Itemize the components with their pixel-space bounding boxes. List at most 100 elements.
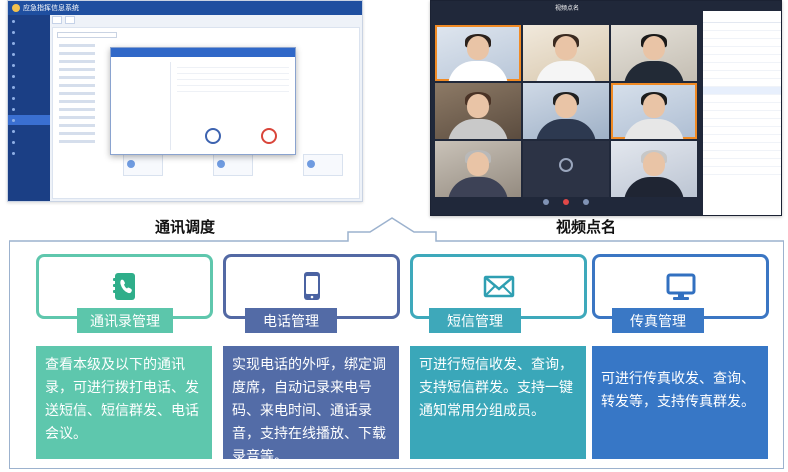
rollcall-list-header: ​ bbox=[703, 11, 781, 23]
video-tile bbox=[611, 83, 697, 139]
rollcall-list-row bbox=[703, 151, 781, 159]
connector-arrow-line bbox=[9, 217, 784, 242]
video-grid bbox=[435, 25, 697, 197]
video-tile-empty bbox=[523, 141, 609, 197]
sidebar-item bbox=[8, 27, 50, 37]
tree-row bbox=[59, 84, 95, 87]
avatar bbox=[217, 160, 225, 168]
sidebar-item bbox=[8, 71, 50, 81]
rollcall-list-row bbox=[703, 55, 781, 63]
rollcall-list-row bbox=[703, 167, 781, 175]
dispatch-app-screenshot: 应急指挥信息系统 ​ ​ bbox=[7, 0, 363, 202]
tree-row bbox=[59, 68, 95, 71]
video-window-title: 视频点名 bbox=[554, 5, 579, 12]
avatar bbox=[307, 160, 315, 168]
rollcall-list-row bbox=[703, 127, 781, 135]
call-dialog-list bbox=[177, 62, 289, 122]
sidebar-item bbox=[8, 126, 50, 136]
rollcall-list-panel: ​ bbox=[703, 11, 781, 215]
rollcall-list-row bbox=[703, 119, 781, 127]
contact-card bbox=[213, 154, 253, 176]
tree-row bbox=[59, 76, 95, 79]
rollcall-list-row bbox=[703, 95, 781, 103]
rollcall-list-row bbox=[703, 31, 781, 39]
rollcall-list-row bbox=[703, 63, 781, 71]
contact-card bbox=[123, 154, 163, 176]
participant-figure bbox=[448, 119, 508, 139]
sidebar-item bbox=[8, 82, 50, 92]
mobile-phone-icon bbox=[303, 272, 320, 300]
tree-row bbox=[59, 60, 95, 63]
sidebar-item bbox=[8, 104, 50, 114]
call-dialog bbox=[110, 47, 296, 155]
cancel-call-icon bbox=[205, 128, 221, 144]
participant-figure bbox=[643, 36, 665, 61]
tree-row bbox=[59, 100, 95, 103]
participant-figure bbox=[536, 61, 596, 81]
sidebar-item bbox=[8, 38, 50, 48]
call-dialog-row bbox=[177, 68, 289, 74]
sidebar-item bbox=[8, 16, 50, 26]
sidebar-item bbox=[8, 148, 50, 158]
feature-frame bbox=[9, 241, 784, 469]
video-tile bbox=[523, 25, 609, 81]
sidebar-item bbox=[8, 60, 50, 70]
rollcall-list-row bbox=[703, 143, 781, 151]
video-tile bbox=[435, 25, 521, 81]
rollcall-list-row bbox=[703, 39, 781, 47]
rollcall-list-row bbox=[703, 71, 781, 79]
sidebar-item bbox=[8, 93, 50, 103]
call-dialog-row bbox=[177, 86, 289, 92]
tree-row bbox=[59, 92, 95, 95]
sms-description: 可进行短信收发、查询，支持短信群发。支持一键通知常用分组成员。 bbox=[410, 346, 586, 459]
video-tile bbox=[611, 141, 697, 197]
call-dialog-row bbox=[177, 74, 289, 80]
video-controls bbox=[435, 199, 697, 215]
participant-figure bbox=[643, 152, 665, 177]
tree-row bbox=[59, 116, 95, 119]
contacts-description: 查看本级及以下的通讯录，可进行拨打电话、发送短信、短信群发、电话会议。 bbox=[36, 346, 212, 459]
contact-card bbox=[303, 154, 343, 176]
video-rollcall-screenshot: 视频点名 bbox=[430, 0, 782, 216]
call-dialog-tree bbox=[115, 62, 171, 150]
mic-button bbox=[543, 199, 549, 215]
participant-figure bbox=[467, 94, 489, 119]
tree-row bbox=[59, 52, 95, 55]
tree-row bbox=[59, 132, 95, 135]
avatar bbox=[127, 160, 135, 168]
call-dialog-row bbox=[177, 62, 289, 68]
participant-figure bbox=[448, 177, 508, 197]
tree-row bbox=[59, 124, 95, 127]
video-caption: 视频点名 bbox=[556, 218, 617, 236]
phone-tag: 电话管理 bbox=[245, 308, 337, 333]
phone-description: 实现电话的外呼，绑定调度席，自动记录来电号码、来电时间、通话录音，支持在线播放、… bbox=[223, 346, 399, 465]
camera-icon bbox=[559, 157, 573, 172]
app-logo-icon bbox=[12, 4, 20, 12]
app-header: 应急指挥信息系统 bbox=[8, 1, 362, 15]
app-sidebar bbox=[8, 15, 50, 201]
sidebar-item bbox=[8, 49, 50, 59]
hangup-icon bbox=[563, 199, 569, 205]
tree-row bbox=[59, 108, 95, 111]
more-icon bbox=[583, 199, 589, 205]
participant-figure bbox=[555, 36, 577, 61]
tree-row bbox=[59, 44, 95, 47]
call-dialog-header bbox=[111, 48, 295, 57]
rollcall-list-row bbox=[703, 135, 781, 143]
rollcall-list-row bbox=[703, 159, 781, 167]
participant-figure bbox=[467, 152, 489, 177]
rollcall-list-row bbox=[703, 47, 781, 55]
phone-book-icon bbox=[112, 273, 135, 300]
mic-icon bbox=[543, 199, 549, 205]
fax-tag: 传真管理 bbox=[612, 308, 704, 333]
record-icon bbox=[261, 128, 277, 144]
video-tile bbox=[523, 83, 609, 139]
participant-figure bbox=[624, 119, 684, 139]
tree-row bbox=[59, 140, 95, 143]
rollcall-list-row bbox=[703, 87, 781, 95]
app-tabs: ​ ​ bbox=[52, 16, 75, 24]
video-tile bbox=[435, 141, 521, 197]
rollcall-list-row bbox=[703, 79, 781, 87]
dispatch-caption: 通讯调度 bbox=[155, 218, 216, 236]
